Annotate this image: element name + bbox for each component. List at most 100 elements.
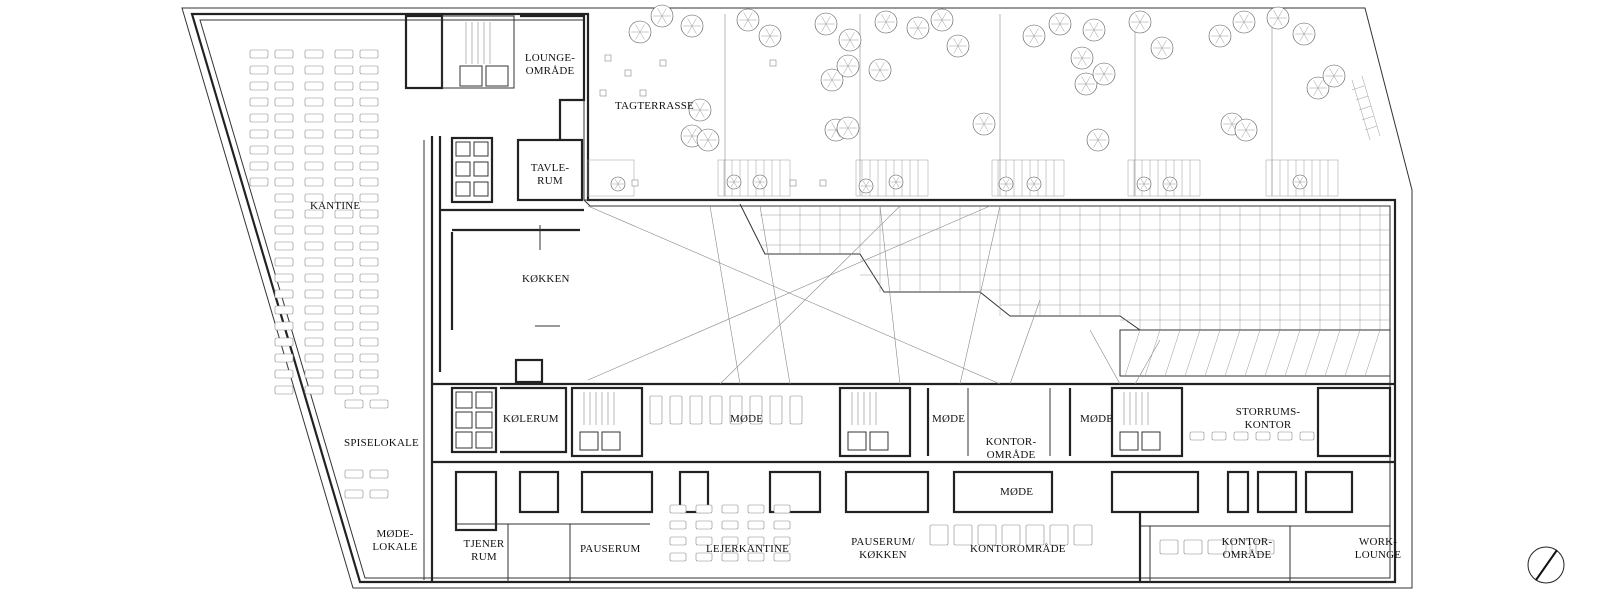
table-symbol (304, 305, 324, 315)
table-symbol (274, 273, 294, 283)
table-symbol (249, 177, 269, 187)
table-symbol (249, 113, 269, 123)
table-symbol (304, 129, 324, 139)
table-symbol (1277, 431, 1293, 441)
table-symbol (334, 113, 354, 123)
table-symbol (304, 97, 324, 107)
table-symbol (274, 369, 294, 379)
table-symbol (1233, 431, 1249, 441)
table-symbol (334, 369, 354, 379)
table-symbol (721, 520, 739, 530)
table-symbol (747, 520, 765, 530)
table-symbol (334, 161, 354, 171)
table-symbol (274, 113, 294, 123)
table-symbol (709, 395, 723, 425)
table-symbol (1183, 539, 1203, 555)
table-symbol (274, 81, 294, 91)
table-symbol (334, 97, 354, 107)
table-symbol (334, 49, 354, 59)
interior-walls (404, 14, 1395, 582)
table-symbol (249, 49, 269, 59)
table-symbol (695, 520, 713, 530)
table-symbol (1073, 524, 1093, 546)
table-symbol (359, 209, 379, 219)
table-symbol (359, 369, 379, 379)
table-symbol (274, 289, 294, 299)
table-symbol (359, 177, 379, 187)
table-symbol (274, 385, 294, 395)
trees (610, 4, 1346, 194)
table-symbol (1255, 539, 1275, 555)
table-symbol (334, 193, 354, 203)
table-symbol (304, 177, 324, 187)
table-symbol (274, 337, 294, 347)
table-symbol (249, 161, 269, 171)
table-symbol (1299, 431, 1315, 441)
room-label-lejerkantine: LEJERKANTINE (706, 543, 790, 555)
chair-symbol (624, 69, 632, 77)
table-symbol (773, 504, 791, 514)
table-symbol (334, 129, 354, 139)
chair-symbol (604, 54, 612, 62)
table-symbol (721, 504, 739, 514)
table-symbol (304, 161, 324, 171)
table-symbol (1189, 431, 1205, 441)
table-symbol (721, 552, 739, 562)
table-symbol (304, 225, 324, 235)
table-symbol (359, 65, 379, 75)
table-symbol (359, 353, 379, 363)
room-label-kolerum: KØLERUM (503, 413, 559, 425)
table-symbol (304, 385, 324, 395)
table-symbol (274, 321, 294, 331)
table-symbol (274, 97, 294, 107)
table-symbol (359, 161, 379, 171)
table-symbol (359, 193, 379, 203)
room-label-kokken: KØKKEN (522, 273, 570, 285)
room-label-kontoromrade-3: KONTOR-OMRÅDE (1221, 536, 1273, 561)
table-symbol (669, 536, 687, 546)
table-symbol (1159, 539, 1179, 555)
table-symbol (334, 321, 354, 331)
room-label-worklounge: WORK-LOUNGE (1354, 536, 1402, 561)
room-label-modelokale: MØDE-LOKALE (372, 528, 418, 553)
table-symbol (334, 241, 354, 251)
table-symbol (369, 489, 389, 499)
table-symbol (274, 193, 294, 203)
table-symbol (359, 129, 379, 139)
table-symbol (274, 177, 294, 187)
table-symbol (789, 395, 803, 425)
chair-symbol (789, 179, 797, 187)
room-label-mode-3: MØDE (1080, 413, 1114, 425)
table-symbol (344, 469, 364, 479)
table-symbol (953, 524, 973, 546)
table-symbol (359, 321, 379, 331)
table-symbol (1025, 524, 1045, 546)
table-symbol (274, 145, 294, 155)
table-symbol (1001, 524, 1021, 546)
table-symbol (334, 305, 354, 315)
table-symbol (274, 161, 294, 171)
table-symbol (334, 145, 354, 155)
table-symbol (334, 81, 354, 91)
chair-symbol (599, 89, 607, 97)
table-symbol (773, 552, 791, 562)
chair-symbol (659, 59, 667, 67)
room-label-pauserum-kokken: PAUSERUM/KØKKEN (851, 536, 915, 561)
table-symbol (669, 504, 687, 514)
table-symbol (1231, 539, 1251, 555)
table-symbol (249, 97, 269, 107)
table-symbol (274, 129, 294, 139)
table-symbol (304, 257, 324, 267)
table-symbol (359, 225, 379, 235)
table-symbol (359, 145, 379, 155)
table-symbol (669, 552, 687, 562)
table-symbol (304, 353, 324, 363)
atrium-skylight (587, 203, 1391, 385)
room-label-tagterrasse: TAGTERRASSE (615, 100, 694, 112)
table-symbol (304, 369, 324, 379)
table-symbol (304, 113, 324, 123)
table-symbol (721, 536, 739, 546)
table-symbol (304, 289, 324, 299)
table-symbol (304, 145, 324, 155)
